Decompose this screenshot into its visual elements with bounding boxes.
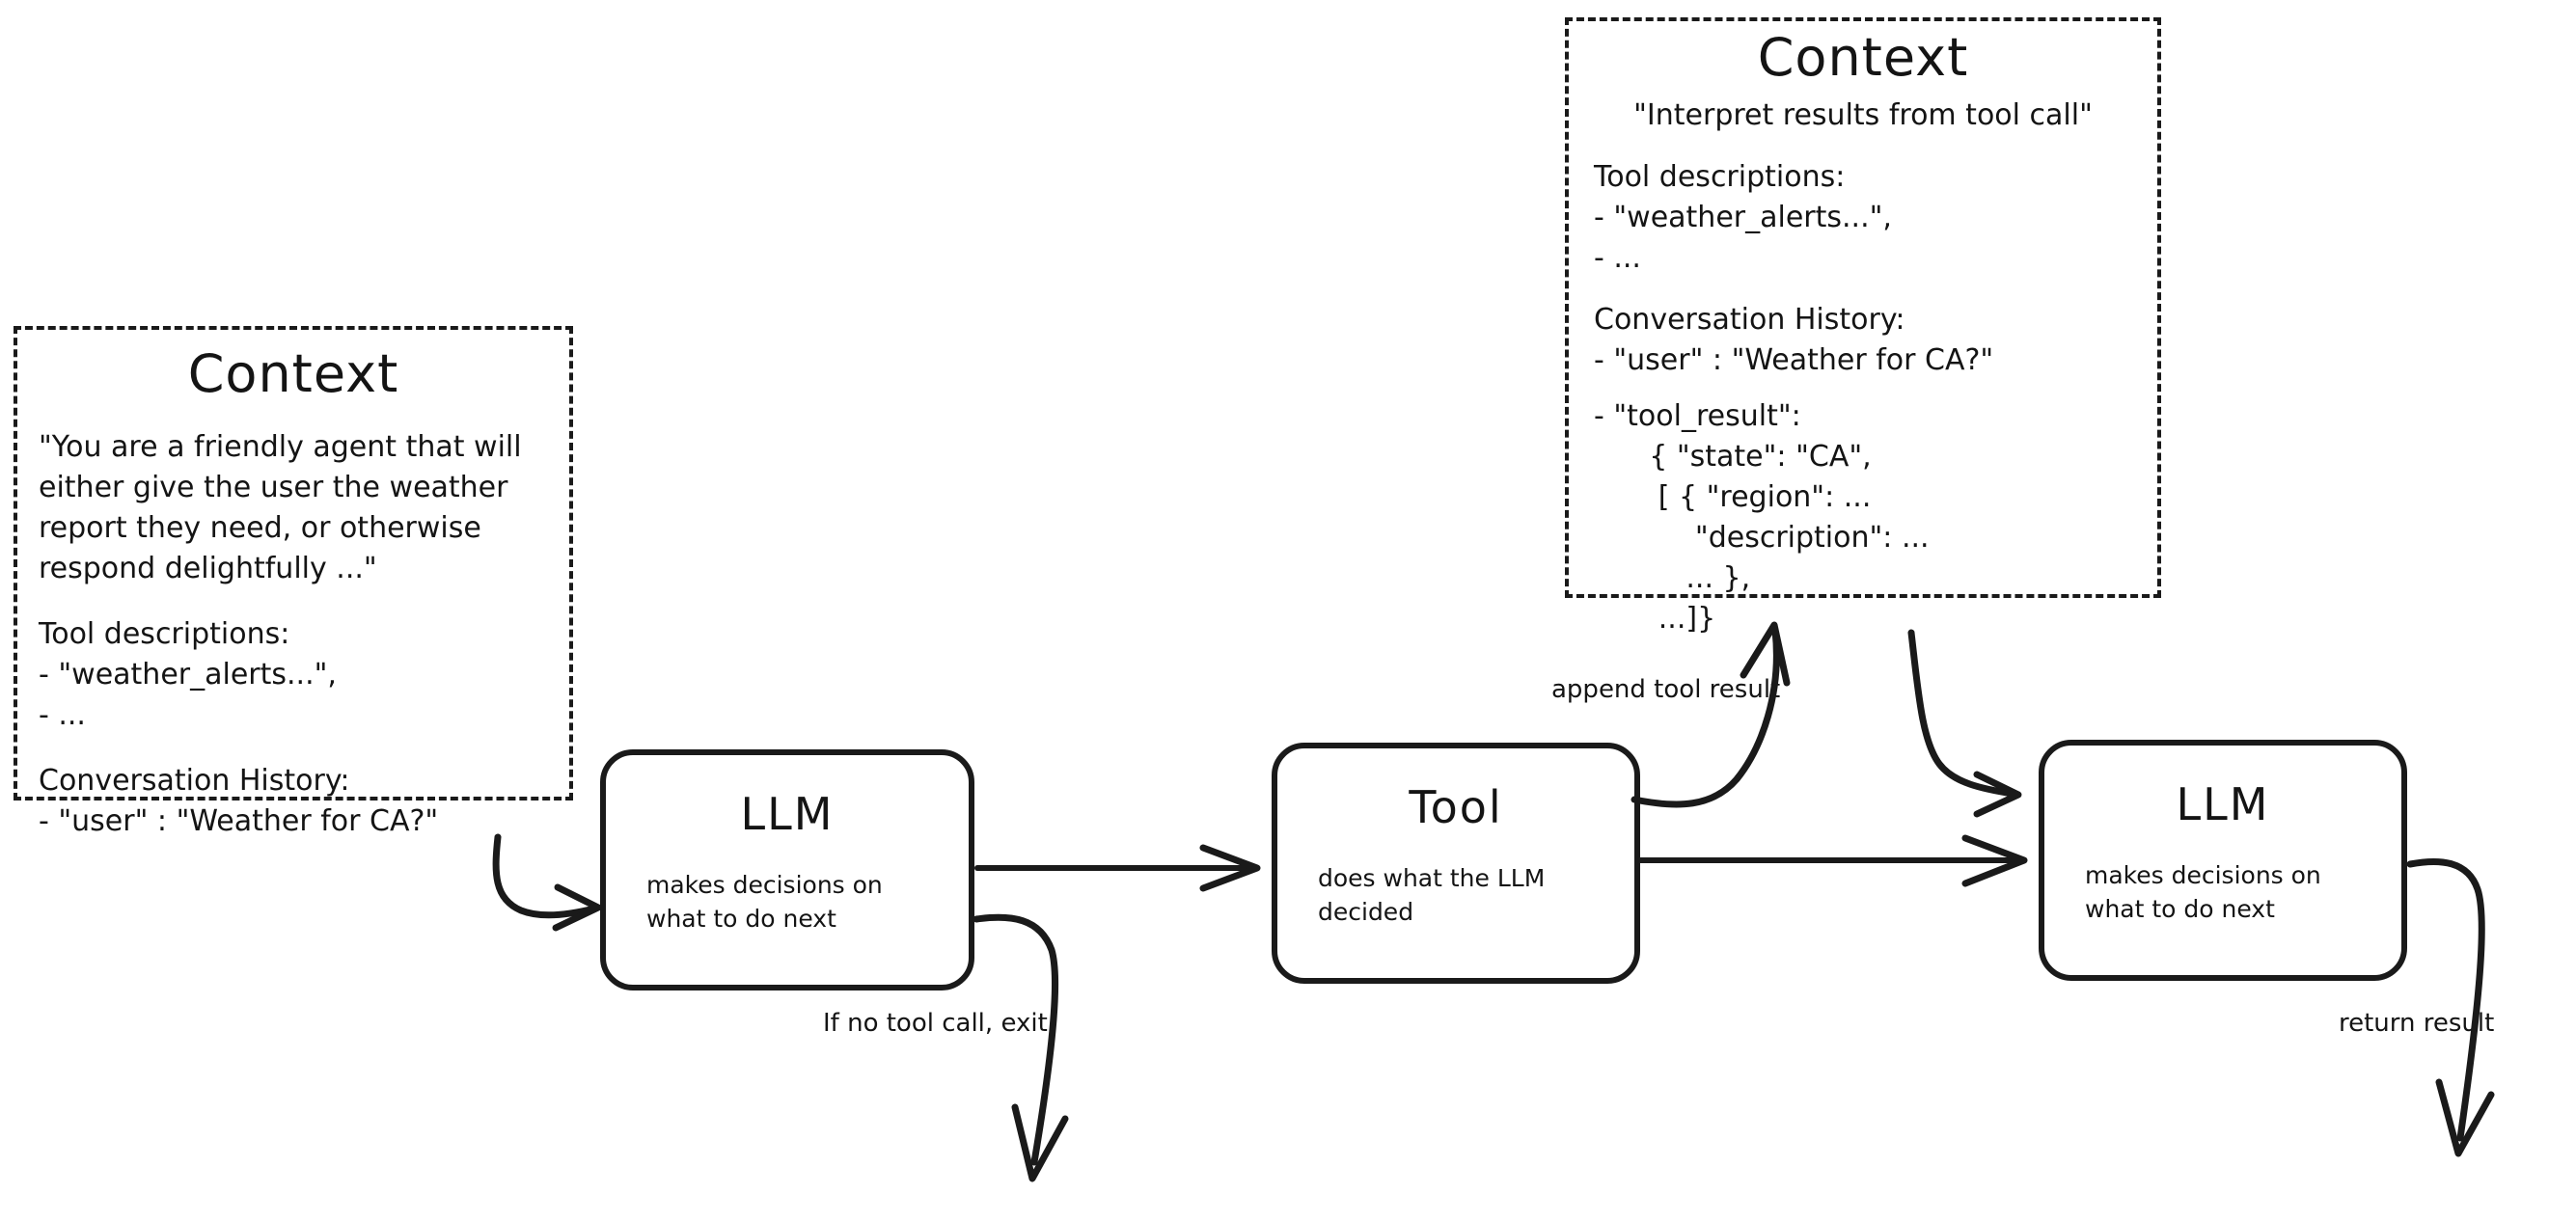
arrow-context-right-to-llm-second: [1907, 629, 2022, 818]
arrow-llm-second-return: [2406, 857, 2495, 1157]
context-box-left: Context "You are a friendly agent that w…: [14, 326, 573, 838]
context-right-title: Context: [1757, 27, 1969, 88]
context-left-system-prompt: "You are a friendly agent that will eith…: [39, 429, 522, 585]
context-left-tool-descriptions-items: - "weather_alerts...", - ...: [39, 657, 337, 732]
node-tool-subtitle: does what the LLM decided: [1318, 864, 1546, 926]
node-llm-first-title: LLM: [740, 788, 835, 840]
edge-label-append-tool-result: append tool result: [1551, 675, 1781, 704]
context-left-conversation-items: - "user" : "Weather for CA?": [39, 803, 439, 838]
arrow-tool-to-context-right: [1631, 621, 1791, 808]
context-right-conversation-heading: Conversation History:: [1594, 302, 1905, 337]
context-right-conversation-user: - "user" : "Weather for CA?": [1594, 342, 1994, 377]
context-right-tool-descriptions-heading: Tool descriptions:: [1594, 159, 1846, 194]
arrow-llm-first-to-tool: [974, 844, 1261, 892]
node-llm-second-title: LLM: [2176, 778, 2270, 830]
node-llm-second-subtitle: makes decisions on what to do next: [2085, 861, 2321, 923]
context-right-system-prompt: "Interpret results from tool call": [1633, 97, 2093, 132]
context-left-conversation-heading: Conversation History:: [39, 763, 350, 798]
node-tool-title: Tool: [1409, 781, 1503, 833]
arrow-context-left-to-llm-first: [492, 833, 602, 932]
edge-label-if-no-tool-call-exit: If no tool call, exit: [823, 1009, 1048, 1038]
node-llm-first-subtitle: makes decisions on what to do next: [646, 871, 883, 933]
node-llm-first[interactable]: LLM makes decisions on what to do next: [600, 749, 974, 990]
context-right-tool-descriptions-items: - "weather_alerts...", - ...: [1594, 200, 1892, 275]
arrow-llm-first-exit: [973, 913, 1069, 1182]
arrow-tool-to-llm-second: [1637, 834, 2028, 887]
context-left-tool-descriptions-heading: Tool descriptions:: [39, 616, 290, 651]
context-box-right: Context "Interpret results from tool cal…: [1565, 17, 2161, 636]
edge-label-return-result: return result: [2339, 1009, 2495, 1038]
context-right-conversation-tool-result: - "tool_result": { "state": "CA", [ { "r…: [1594, 398, 1930, 636]
node-llm-second[interactable]: LLM makes decisions on what to do next: [2039, 740, 2407, 981]
node-tool[interactable]: Tool does what the LLM decided: [1272, 743, 1640, 984]
context-left-title: Context: [187, 343, 399, 404]
